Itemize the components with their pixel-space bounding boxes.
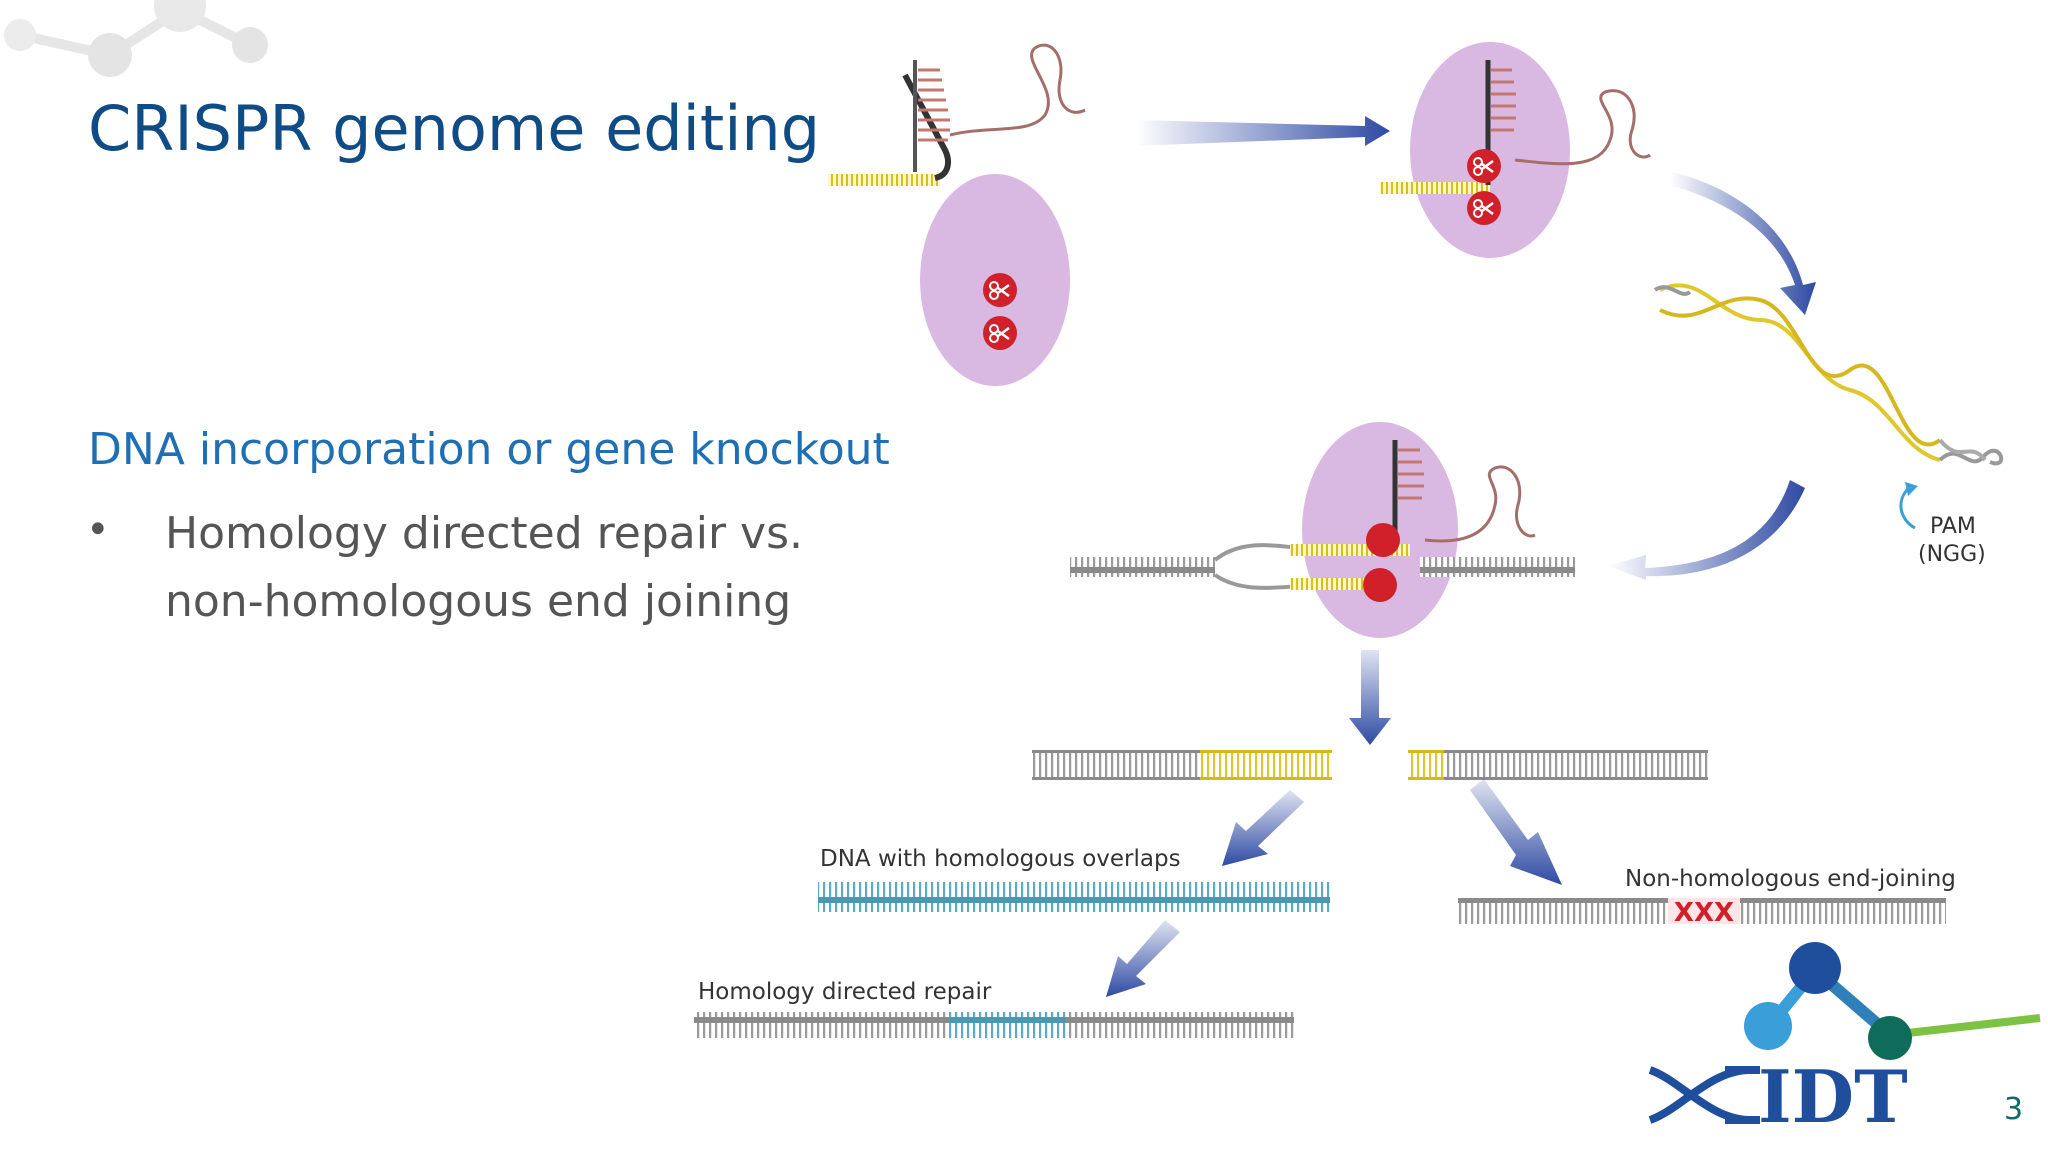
arrow-icon <box>1608 480 1805 580</box>
arrow-icon <box>1670 172 1816 315</box>
idt-logo-text: IDT <box>1758 1054 1908 1130</box>
arrow-icon <box>1349 650 1391 745</box>
overlap-label: DNA with homologous overlaps <box>820 846 1181 872</box>
bullet-line-1: Homology directed repair vs. <box>165 508 803 559</box>
cut-dna-right <box>1444 750 1708 780</box>
nuclease-site-icon <box>1363 568 1397 602</box>
arrow-icon <box>1470 779 1562 885</box>
page-number: 3 <box>2004 1092 2024 1127</box>
scissors-icon <box>1465 189 1503 227</box>
scissors-icon <box>981 314 1019 352</box>
section-subheading: DNA incorporation or gene knockout <box>88 424 890 475</box>
target-dna-left <box>1070 557 1215 577</box>
scissors-icon <box>1465 147 1503 185</box>
arrow-icon <box>1135 116 1390 146</box>
pam-sub-label: (NGG) <box>1918 542 1986 567</box>
bullet-line-2: non-homologous end joining <box>165 576 792 627</box>
idt-logo: IDT <box>1648 942 2041 1130</box>
cut-dna-left-yellow <box>1200 750 1332 780</box>
guide-rna-step2 <box>1380 60 1651 194</box>
molecule-decoration-icon <box>4 0 268 77</box>
nhej-dna-left <box>1458 898 1668 924</box>
bullet-point: Homology directed repair vs. non-homolog… <box>165 500 803 636</box>
donor-dna <box>818 882 1330 912</box>
target-dna-open <box>1213 543 1301 590</box>
target-dna-right <box>1420 557 1575 577</box>
cut-dna-left <box>1032 750 1200 780</box>
nhej-label: Non-homologous end-joining <box>1625 866 1956 892</box>
hdr-dna-insert <box>950 1012 1066 1038</box>
hdr-label: Homology directed repair <box>698 979 992 1005</box>
hdr-dna-right <box>1066 1012 1294 1038</box>
arrow-icon <box>1106 920 1180 997</box>
scissors-icon <box>981 271 1019 309</box>
bullet-icon: • <box>86 507 110 553</box>
cut-dna-right-yellow <box>1408 750 1444 780</box>
nhej-dna-right <box>1740 898 1946 924</box>
arrow-icon <box>1222 790 1304 866</box>
hdr-dna-left <box>694 1012 950 1038</box>
slide-title: CRISPR genome editing <box>88 92 821 165</box>
guide-rna-step1 <box>828 43 1086 186</box>
pam-pointer-head-icon <box>1905 482 1918 496</box>
nhej-mutation-marks: XXX <box>1674 898 1734 928</box>
dna-helix-icon <box>1653 283 2004 466</box>
pam-label: PAM <box>1930 514 1976 539</box>
nuclease-site-icon <box>1366 523 1400 557</box>
nhej-mutation-site <box>1668 898 1740 924</box>
